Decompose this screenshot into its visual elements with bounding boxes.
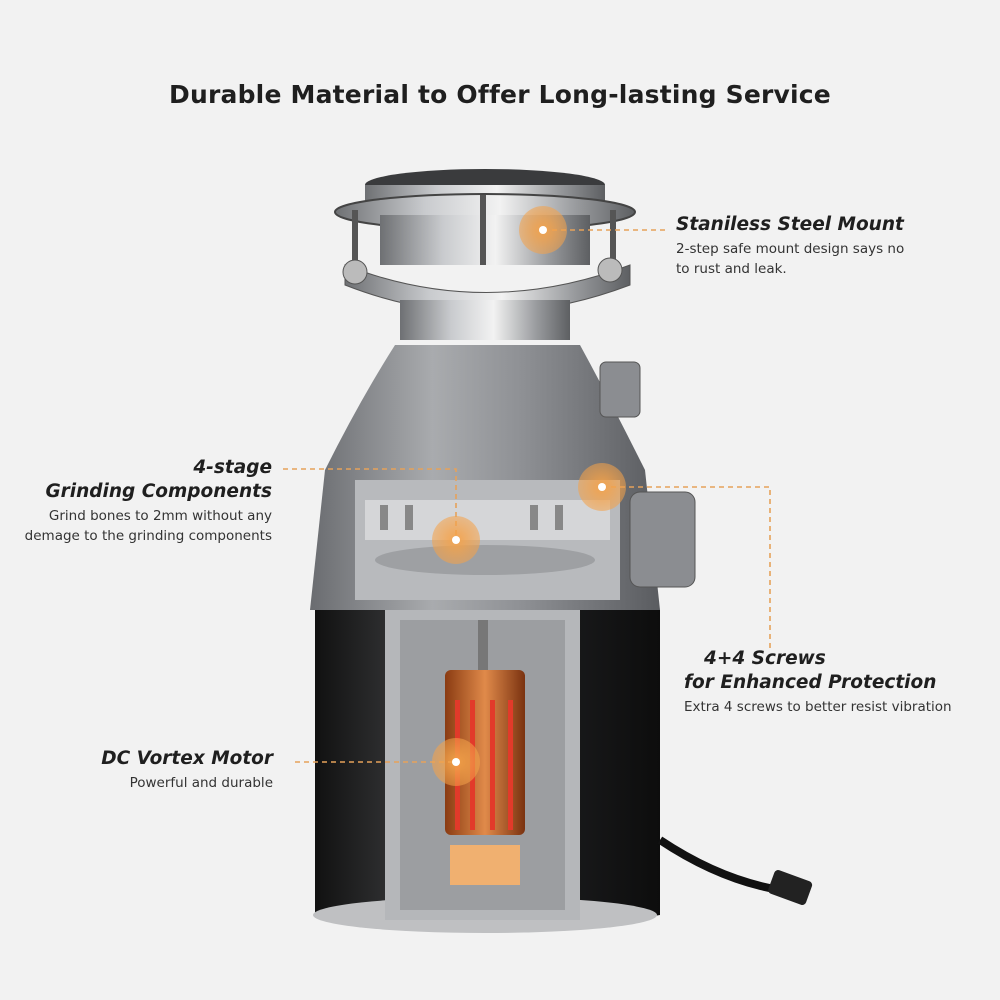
feature-screws: 4+4 Screws for Enhanced Protection Extra… bbox=[684, 647, 952, 717]
feature-motor: DC Vortex Motor Powerful and durable bbox=[101, 747, 273, 793]
feature-heading: 4+4 Screws bbox=[704, 648, 826, 669]
feature-desc: Grind bones to 2mm without any bbox=[48, 508, 272, 524]
feature-desc: 2-step safe mount design says no bbox=[676, 241, 905, 257]
feature-heading: DC Vortex Motor bbox=[101, 748, 273, 769]
feature-mount: Staniless Steel Mount 2-step safe mount … bbox=[676, 213, 904, 279]
feature-heading: 4-stage bbox=[193, 457, 272, 478]
upper-housing bbox=[310, 345, 696, 610]
feature-grinding: 4-stage Grinding Components Grind bones … bbox=[25, 456, 272, 546]
screws-hotspot bbox=[578, 463, 626, 511]
mount-hotspot bbox=[519, 206, 567, 254]
feature-heading: Staniless Steel Mount bbox=[676, 214, 904, 235]
stainless-mount bbox=[334, 169, 636, 340]
feature-heading: for Enhanced Protection bbox=[684, 672, 937, 693]
feature-heading: Grinding Components bbox=[45, 481, 272, 502]
grinding-hotspot bbox=[432, 516, 480, 564]
feature-desc: to rust and leak. bbox=[676, 261, 787, 277]
hotspot-markers bbox=[432, 206, 626, 786]
motor-hotspot bbox=[432, 738, 480, 786]
lower-housing bbox=[313, 610, 813, 933]
feature-desc: demage to the grinding components bbox=[24, 528, 272, 544]
feature-desc: Extra 4 screws to better resist vibratio… bbox=[684, 699, 952, 715]
page-title: Durable Material to Offer Long-lasting S… bbox=[169, 80, 831, 109]
feature-desc: Powerful and durable bbox=[129, 775, 273, 791]
